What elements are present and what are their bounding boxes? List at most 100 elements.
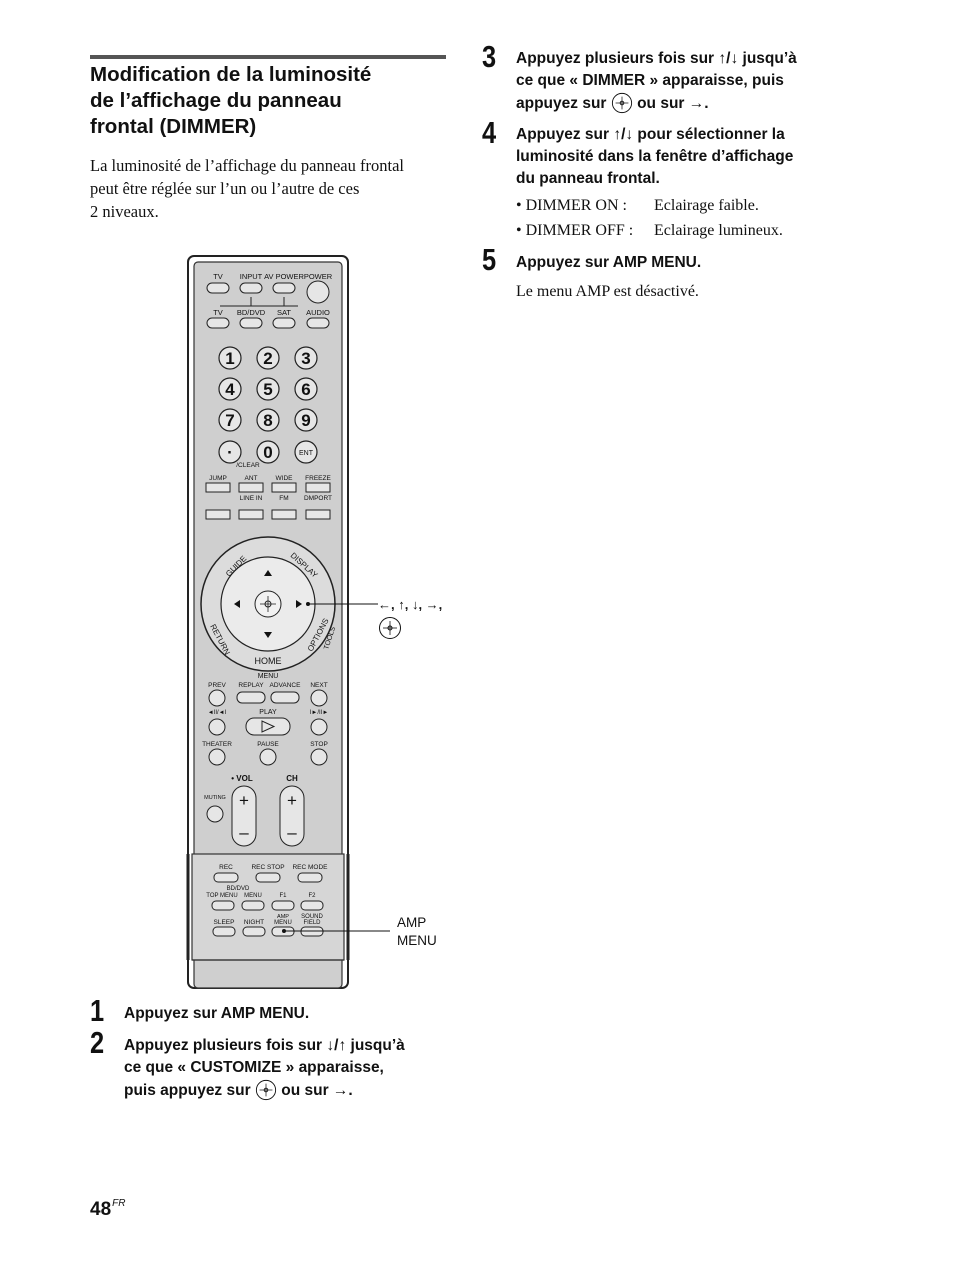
- step-line: Appuyez sur ↑/↓ pour sélectionner la: [516, 126, 785, 143]
- bullet-desc: Eclairage lumineux.: [654, 222, 783, 239]
- input-button[interactable]: [239, 282, 263, 294]
- menu-label: MENU: [258, 673, 279, 680]
- fm-button[interactable]: [271, 509, 297, 520]
- label-line-in: LINE IN: [240, 495, 263, 502]
- dot-button[interactable]: [218, 440, 242, 464]
- digit-5-button[interactable]: [256, 377, 280, 401]
- digit-4-button[interactable]: [218, 377, 242, 401]
- digit-label: 4: [225, 380, 235, 399]
- rec-mode-button[interactable]: [297, 872, 323, 883]
- digit-0-button[interactable]: [256, 440, 280, 464]
- ent-button[interactable]: [294, 440, 318, 464]
- prev-button[interactable]: [208, 689, 226, 707]
- replay-button[interactable]: [236, 691, 266, 704]
- heading-rule: [90, 55, 446, 59]
- intro-paragraph: La luminosité de l’affichage du panneau …: [90, 154, 450, 223]
- dmport-button[interactable]: [305, 509, 331, 520]
- digit-9-button[interactable]: [294, 408, 318, 432]
- advance-button[interactable]: [270, 691, 300, 704]
- step-4-number: 4: [482, 115, 497, 150]
- sleep-button[interactable]: [212, 926, 236, 937]
- ent-label: ENT: [299, 450, 314, 457]
- muting-button[interactable]: [206, 805, 224, 823]
- rec-button[interactable]: [213, 872, 239, 883]
- label-wide: WIDE: [276, 475, 294, 482]
- digit-6-button[interactable]: [294, 377, 318, 401]
- bullet-dimmer-on: • DIMMER ON :Eclairage faible.: [516, 193, 759, 218]
- amp-callout-line: AMP: [397, 915, 427, 930]
- enter-icon: [611, 92, 632, 114]
- step-1-text: Appuyez sur AMP MENU.: [124, 1003, 464, 1025]
- f1-button[interactable]: [271, 900, 295, 911]
- top-menu-button[interactable]: [211, 900, 235, 911]
- source-audio-button[interactable]: [306, 317, 330, 329]
- source-tv-button[interactable]: [206, 317, 230, 329]
- disc-menu-button[interactable]: [241, 900, 265, 911]
- next-button[interactable]: [310, 689, 328, 707]
- volume-rocker[interactable]: [231, 785, 257, 847]
- step-line: Appuyez sur AMP MENU.: [124, 1005, 310, 1022]
- section-title: Modification de la luminosité de l’affic…: [90, 62, 450, 140]
- digit-3-button[interactable]: [294, 346, 318, 370]
- label-source-bddvd: BD/DVD: [237, 308, 266, 317]
- title-line: frontal (DIMMER): [90, 115, 257, 138]
- title-line: Modification de la luminosité: [90, 63, 372, 86]
- step-line-part: appuyez sur: [516, 95, 607, 112]
- digit-label: 0: [263, 443, 272, 462]
- digit-7-button[interactable]: [218, 408, 242, 432]
- play-icon: [261, 720, 276, 733]
- step-4-text: Appuyez sur ↑/↓ pour sélectionner la lum…: [516, 124, 856, 190]
- digit-label: 6: [301, 380, 310, 399]
- f2-button[interactable]: [300, 900, 324, 911]
- up-arrow-icon[interactable]: [264, 570, 272, 576]
- func-button[interactable]: [205, 509, 231, 520]
- arrows-callout-label: ←, ↑, ↓, →,: [378, 597, 443, 612]
- source-sat-button[interactable]: [272, 317, 296, 329]
- line-in-button[interactable]: [238, 509, 264, 520]
- step-2-text: Appuyez plusieurs fois sur ↓/↑ jusqu’à c…: [124, 1035, 464, 1102]
- av-power-button[interactable]: [272, 282, 296, 294]
- fast-forward-button[interactable]: [310, 718, 328, 736]
- amp-menu-label: MENU: [274, 920, 292, 926]
- ant-button[interactable]: [238, 482, 264, 493]
- digit-1-button[interactable]: [218, 346, 242, 370]
- right-arrow-icon[interactable]: [296, 600, 302, 608]
- pause-button[interactable]: [259, 748, 277, 766]
- plus-icon: +: [239, 791, 249, 810]
- enter-icon: [379, 617, 401, 639]
- left-arrow-icon[interactable]: [234, 600, 240, 608]
- rewind-button[interactable]: [208, 718, 226, 736]
- wide-button[interactable]: [271, 482, 297, 493]
- home-label: HOME: [255, 656, 282, 666]
- night-button[interactable]: [242, 926, 266, 937]
- power-button[interactable]: [306, 280, 330, 304]
- remote-control-illustration: TV INPUT AV POWER POWER TV BD/DVD SAT AU…: [186, 255, 350, 989]
- play-label: PLAY: [259, 709, 277, 716]
- label-source-tv: TV: [213, 308, 223, 317]
- down-arrow-icon[interactable]: [264, 632, 272, 638]
- step-line: Appuyez plusieurs fois sur ↓/↑ jusqu’à: [124, 1037, 405, 1054]
- digit-2-button[interactable]: [256, 346, 280, 370]
- stop-button[interactable]: [310, 748, 328, 766]
- amp-callout-line: MENU: [397, 933, 437, 948]
- step-3-number: 3: [482, 39, 497, 74]
- freeze-button[interactable]: [305, 482, 331, 493]
- f2-label: F2: [308, 893, 316, 899]
- label-freeze: FREEZE: [305, 475, 331, 482]
- source-bddvd-button[interactable]: [239, 317, 263, 329]
- digit-8-button[interactable]: [256, 408, 280, 432]
- rec-stop-button[interactable]: [255, 872, 281, 883]
- theater-button[interactable]: [208, 748, 226, 766]
- play-button[interactable]: [245, 717, 291, 736]
- step-line-part: puis appuyez sur: [124, 1082, 251, 1099]
- plus-icon: +: [287, 791, 297, 810]
- arrows-callout-line: [306, 602, 378, 606]
- step-5-number: 5: [482, 242, 497, 277]
- jump-button[interactable]: [205, 482, 231, 493]
- tv-power-button[interactable]: [206, 282, 230, 294]
- step-5-text: Appuyez sur AMP MENU.: [516, 252, 856, 274]
- digit-label: 3: [301, 349, 310, 368]
- channel-rocker[interactable]: [279, 785, 305, 847]
- digit-label: ·: [227, 443, 233, 462]
- rec-mode-label: REC MODE: [292, 864, 328, 871]
